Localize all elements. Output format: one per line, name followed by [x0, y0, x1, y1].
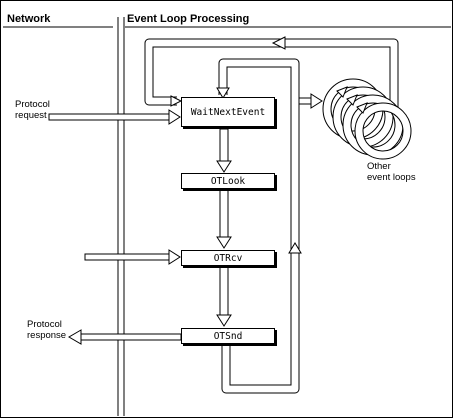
other-event-loops-label: Other event loops	[367, 161, 416, 183]
event-loop-header: Event Loop Processing	[127, 13, 250, 25]
otsnd-box: OTSnd	[181, 328, 275, 344]
other-event-loops-icon	[322, 78, 412, 160]
protocol-request-label: Protocol request	[15, 99, 50, 121]
inner-loop-pipe	[216, 58, 302, 394]
flow-pipe-otrcv-to-otsnd	[216, 266, 232, 327]
wait-next-event-box: WaitNextEvent	[181, 97, 275, 127]
flow-pipe-otlook-to-otrcv	[216, 188, 232, 249]
protocol-request-arrow	[48, 109, 181, 125]
network-header: Network	[7, 13, 51, 25]
flow-pipe-wne-to-otlook	[216, 128, 232, 173]
to-other-loops-arrow	[298, 93, 323, 109]
outer-loop-pipe	[144, 36, 399, 109]
incoming-data-arrow	[84, 249, 181, 265]
otlook-box: OTLook	[181, 173, 275, 189]
protocol-response-arrow	[68, 329, 182, 345]
protocol-response-label: Protocol response	[27, 319, 67, 341]
otrcv-box: OTRcv	[181, 250, 275, 266]
